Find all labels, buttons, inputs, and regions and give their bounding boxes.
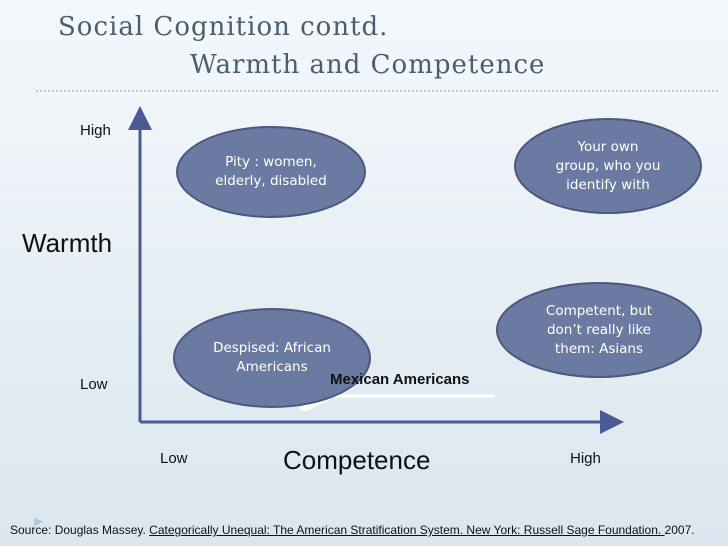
warmth-high-label: High — [80, 122, 111, 139]
warmth-low-label: Low — [80, 376, 108, 393]
title-divider — [36, 90, 718, 92]
bubble-own-group: Your own group, who you identify with — [514, 118, 702, 214]
source-title: Categorically Unequal: The American Stra… — [149, 523, 665, 537]
triangle-icon: ▶ — [34, 514, 44, 528]
slide-subtitle: Warmth and Competence — [190, 50, 546, 80]
bubble-pity: Pity : women, elderly, disabled — [176, 126, 366, 218]
competence-high-label: High — [570, 450, 601, 467]
warmth-axis-label: Warmth — [22, 228, 113, 258]
source-year: 2007. — [664, 523, 695, 537]
source-citation: Source: Douglas Massey. Categorically Un… — [10, 523, 695, 537]
competence-low-label: Low — [160, 450, 188, 467]
competence-axis-label: Competence — [283, 445, 431, 475]
mexican-americans-label: Mexican Americans — [330, 371, 470, 388]
bubble-despised: Despised: African Americans — [173, 308, 371, 408]
slide-title: Social Cognition contd. — [58, 12, 389, 42]
source-prefix: Source: Douglas Massey. — [10, 523, 150, 537]
bubble-competent: Competent, but don’t really like them: A… — [496, 282, 702, 378]
